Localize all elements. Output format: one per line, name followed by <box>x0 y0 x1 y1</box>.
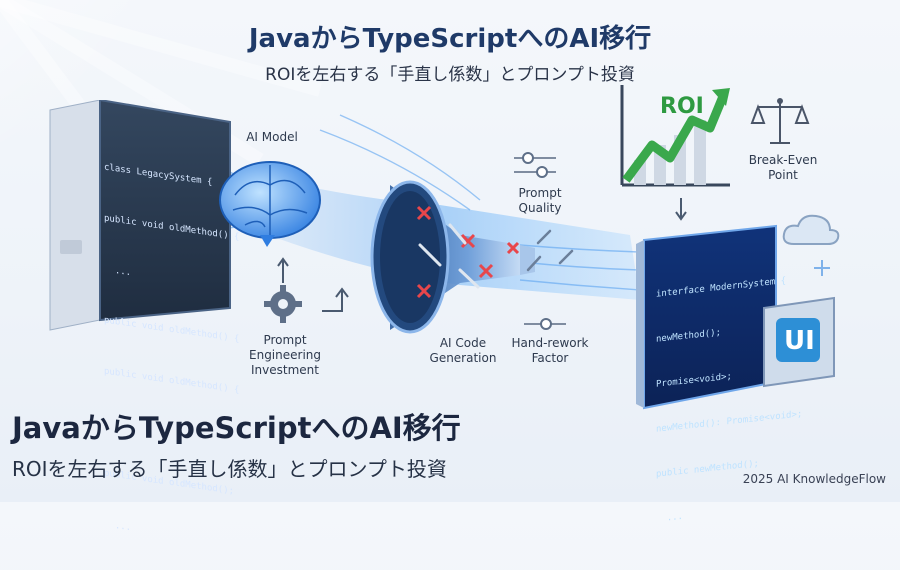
credit-text: 2025 AI KnowledgeFlow <box>742 472 886 486</box>
arrow-right-icon <box>322 287 349 312</box>
bottom-title: JavaからTypeScriptへのAI移行 <box>12 411 461 445</box>
legacy-code-line: ... <box>104 519 132 534</box>
bottom-subtitle: ROIを左右する「手直し係数」とプロンプト投資 <box>12 457 447 481</box>
hand-rework-label: Hand-rework Factor <box>505 336 595 366</box>
break-even-text: Break-Even Point <box>748 153 818 182</box>
modern-code-line: newMethod(): Promise<void>; <box>656 409 803 435</box>
page-subtitle: ROIを左右する「手直し係数」とプロンプト投資 <box>265 65 635 85</box>
page-title: JavaからTypeScriptへのAI移行 <box>248 24 652 54</box>
gear-icon <box>264 285 302 323</box>
slider-icon <box>514 152 556 178</box>
arrow-up-icon <box>277 257 289 283</box>
modern-code-text: interface ModernSystem { newMethod(); Pr… <box>656 242 802 542</box>
sparkle-icon <box>814 260 830 276</box>
rework-slider-icon <box>524 318 566 330</box>
cloud-icon <box>782 214 840 245</box>
ui-tablet-icon <box>763 296 835 388</box>
prompt-investment-label: Prompt Engineering Investment <box>230 333 340 378</box>
ai-model-label: AI Model <box>246 130 298 144</box>
error-marks <box>416 205 520 299</box>
prompt-investment-text: Prompt Engineering Investment <box>249 333 321 377</box>
arrow-down-icon <box>675 198 687 221</box>
ai-code-generation-text: AI Code Generation <box>429 336 497 365</box>
ui-label: UI <box>784 326 815 356</box>
legacy-code-line: public void oldMethod() { <box>104 366 240 396</box>
break-even-label: Break-Even Point <box>738 153 828 183</box>
roi-label: ROI <box>660 94 704 119</box>
prompt-quality-label: Prompt Quality <box>500 186 580 216</box>
scale-icon <box>750 98 810 144</box>
brain-icon <box>219 161 321 247</box>
roi-chart-icon <box>620 85 730 187</box>
hand-rework-text: Hand-rework Factor <box>511 336 589 365</box>
legacy-code-window <box>49 100 231 331</box>
prompt-quality-text: Prompt Quality <box>518 186 562 215</box>
wrench-icons <box>418 223 574 289</box>
ai-code-generation-label: AI Code Generation <box>418 336 508 366</box>
legacy-code-line: ... <box>104 264 132 279</box>
legacy-code-line: public void oldMethod() { <box>104 315 240 345</box>
